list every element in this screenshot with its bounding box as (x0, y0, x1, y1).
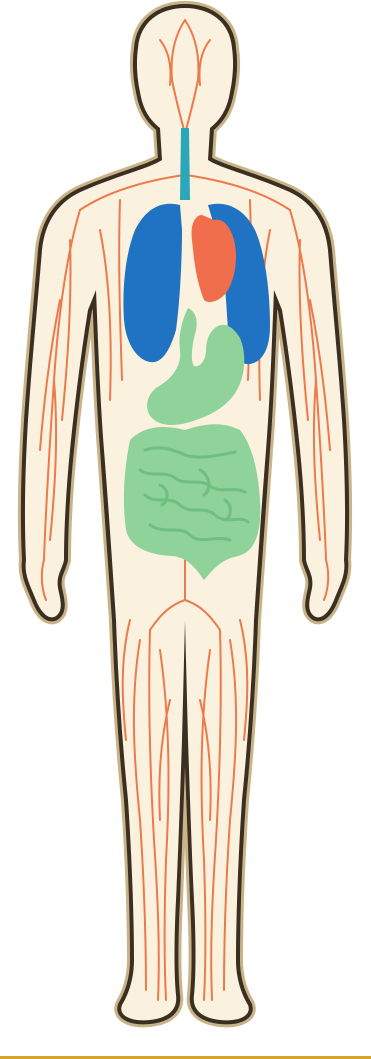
trachea-icon (180, 128, 190, 200)
